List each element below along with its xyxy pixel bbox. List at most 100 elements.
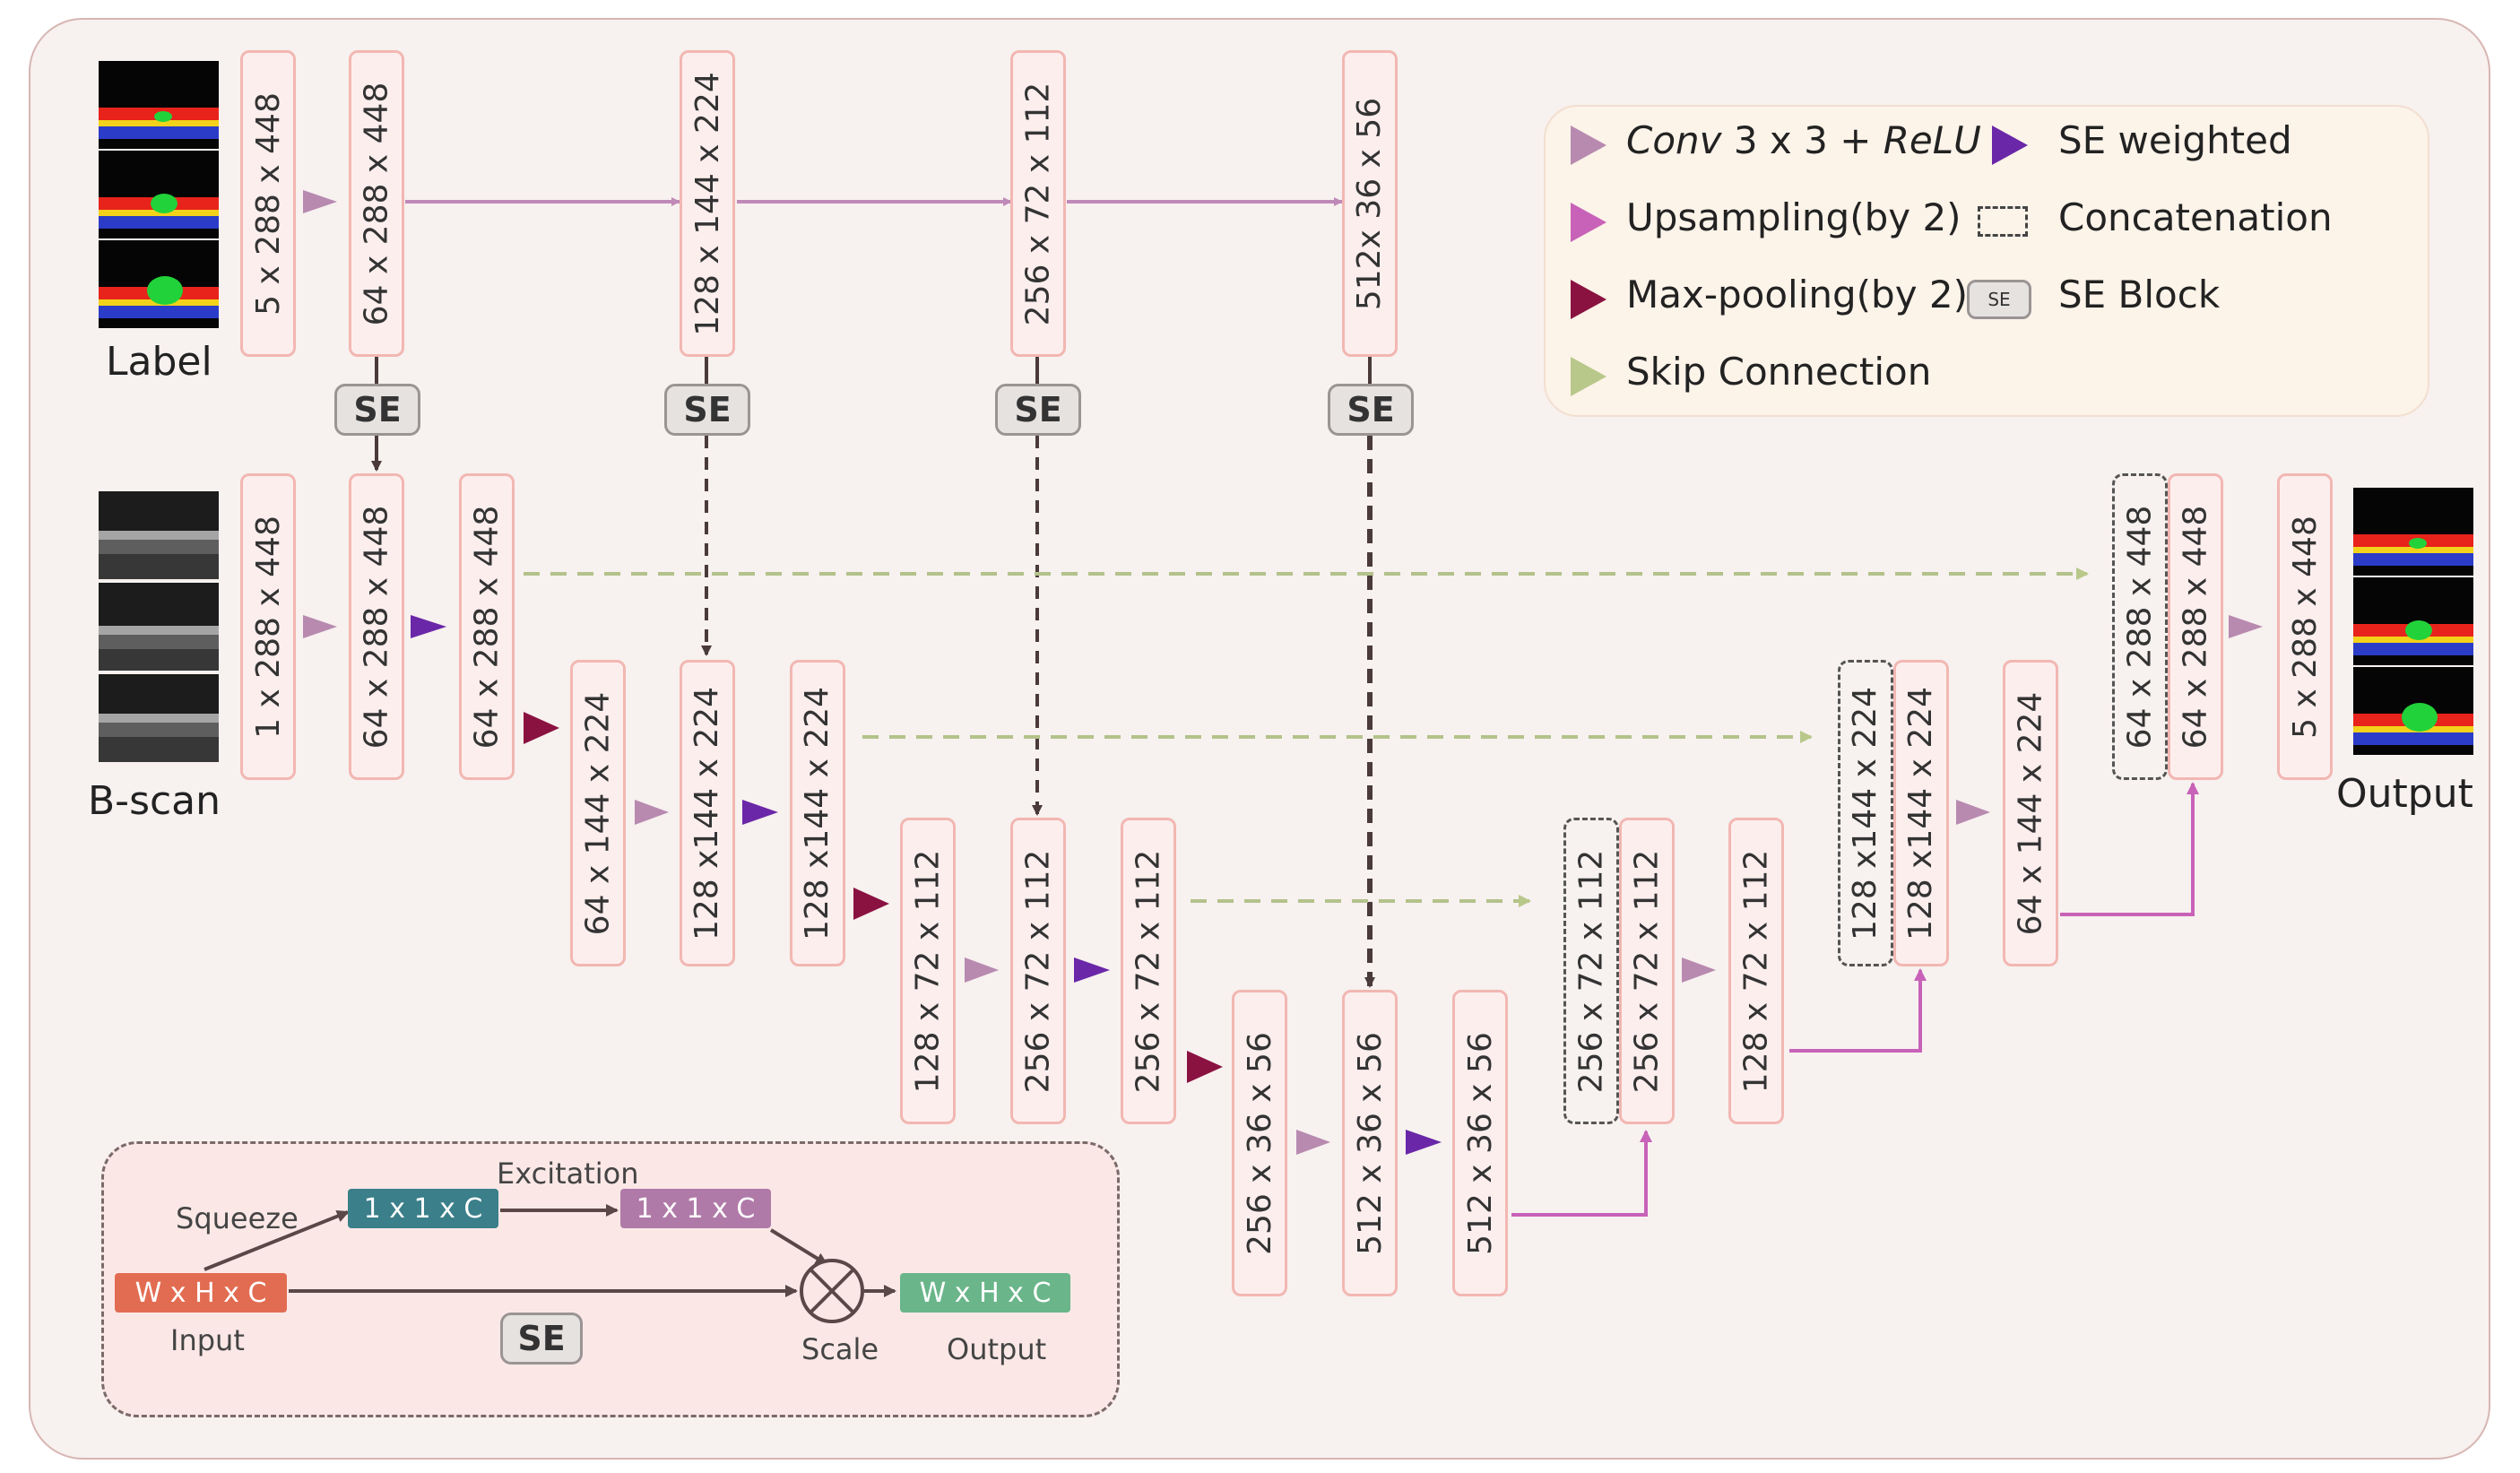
output-thumbnail xyxy=(2353,577,2473,665)
output-thumbnail xyxy=(2353,488,2473,576)
feature-block: 128 x144 x 224 xyxy=(680,660,735,966)
block-size: 64 x 288 x 448 xyxy=(2121,505,2159,749)
block-size: 256 x 72 x 112 xyxy=(1130,849,1167,1093)
se-input-label: Input xyxy=(170,1323,245,1357)
bscan-caption: B-scan xyxy=(88,778,221,824)
block-size: 128 x144 x 224 xyxy=(688,686,726,940)
se-weighted-arrow xyxy=(742,800,778,825)
se-flow-line xyxy=(204,1209,350,1271)
se-squeeze-label: Squeeze xyxy=(176,1201,299,1235)
block-size: 128 x 72 x 112 xyxy=(909,849,947,1093)
feature-block: 128 x144 x 224 xyxy=(790,660,845,966)
se-squeeze-box: 1 x 1 x C xyxy=(348,1189,498,1228)
upsampling-arrow xyxy=(1956,800,1990,825)
feature-block: 128 x 72 x 112 xyxy=(1728,818,1784,1124)
se-input-box: W x H x C xyxy=(115,1273,287,1313)
se-badge: SE xyxy=(334,384,420,436)
se-flow-line xyxy=(769,1228,828,1266)
feature-block: 64 x 144 x 224 xyxy=(570,660,626,966)
block-size: 64 x 288 x 448 xyxy=(358,505,395,749)
bscan-thumbnail xyxy=(99,674,219,762)
concatenation-block: 128 x144 x 224 xyxy=(1838,660,1893,966)
upsampling-path xyxy=(2060,782,2199,916)
legend-upsampling-label: Upsampling(by 2) xyxy=(1626,195,1961,239)
upsampling-arrow xyxy=(2229,615,2263,638)
label-caption: Label xyxy=(106,339,212,385)
block-size: 512x 36 x 56 xyxy=(1351,97,1389,310)
feature-block: 256 x 72 x 112 xyxy=(1010,818,1066,1124)
feature-block: 512x 36 x 56 xyxy=(1342,50,1398,357)
legend-se-block-label: SE Block xyxy=(2058,273,2221,316)
bscan-thumbnail xyxy=(99,491,219,579)
legend-se-block-icon: SE xyxy=(1967,280,2031,319)
block-size: 128 x 72 x 112 xyxy=(1737,849,1775,1093)
legend-concatenation-label: Concatenation xyxy=(2058,195,2333,239)
se-weighted-arrow xyxy=(1074,957,1110,983)
upsampling-arrow xyxy=(1682,957,1716,983)
legend-skip-icon xyxy=(1571,357,1606,396)
upsampling-path xyxy=(1511,1130,1652,1217)
block-size: 64 x 144 x 224 xyxy=(579,691,617,935)
feature-block: 256 x 72 x 112 xyxy=(1619,818,1675,1124)
block-size: 256 x 72 x 112 xyxy=(1572,849,1610,1093)
feature-block: 128 x144 x 224 xyxy=(1893,660,1949,966)
feature-block: 512 x 36 x 56 xyxy=(1342,990,1398,1296)
block-size: 5 x 288 x 448 xyxy=(249,91,287,316)
legend-maxpool-label: Max-pooling(by 2) xyxy=(1626,273,1969,316)
se-module-badge: SE xyxy=(500,1313,583,1365)
concatenation-block: 64 x 288 x 448 xyxy=(2112,473,2168,780)
block-size: 512 x 36 x 56 xyxy=(1461,1031,1499,1255)
block-size: 64 x 288 x 448 xyxy=(2177,505,2214,749)
legend-concatenation-icon xyxy=(1978,206,2028,237)
conv-arrow xyxy=(965,957,999,983)
feature-block: 64 x 288 x 448 xyxy=(2168,473,2223,780)
label-thumbnail xyxy=(99,61,219,149)
output-thumbnail xyxy=(2353,667,2473,755)
legend-upsampling-icon xyxy=(1571,203,1606,242)
block-size: 128 x144 x 224 xyxy=(799,686,836,940)
feature-block: 512 x 36 x 56 xyxy=(1452,990,1508,1296)
scale-multiply-icon xyxy=(809,1268,855,1314)
conv-arrow xyxy=(303,190,337,213)
feature-block: 64 x 288 x 448 xyxy=(349,473,404,780)
block-size: 64 x 288 x 448 xyxy=(358,82,395,325)
se-output-box: W x H x C xyxy=(900,1273,1070,1313)
conv-arrow xyxy=(1296,1130,1330,1155)
block-size: 256 x 72 x 112 xyxy=(1628,849,1666,1093)
label-thumbnail xyxy=(99,240,219,328)
feature-block: 1 x 288 x 448 xyxy=(240,473,296,780)
se-badge: SE xyxy=(1328,384,1414,436)
se-scale-label: Scale xyxy=(801,1332,879,1366)
concatenation-block: 256 x 72 x 112 xyxy=(1563,818,1619,1124)
upsampling-path xyxy=(1789,968,1927,1053)
block-size: 256 x 36 x 56 xyxy=(1241,1031,1278,1255)
se-excitation-box: 1 x 1 x C xyxy=(620,1189,771,1228)
feature-block: 64 x 288 x 448 xyxy=(459,473,515,780)
block-size: 5 x 288 x 448 xyxy=(2286,515,2324,739)
legend-se-weighted-icon xyxy=(1992,126,2028,165)
feature-block: 128 x 144 x 224 xyxy=(680,50,735,357)
feature-block: 256 x 72 x 112 xyxy=(1010,50,1066,357)
block-size: 1 x 288 x 448 xyxy=(249,515,287,739)
maxpool-arrow xyxy=(853,888,889,920)
legend-se-weighted-label: SE weighted xyxy=(2058,118,2292,162)
se-weighted-arrow xyxy=(411,615,446,638)
legend-conv-icon xyxy=(1571,126,1606,165)
se-output-label: Output xyxy=(947,1332,1047,1366)
se-excitation-label: Excitation xyxy=(497,1157,639,1191)
se-badge: SE xyxy=(995,384,1081,436)
se-badge: SE xyxy=(664,384,750,436)
legend-maxpool-icon xyxy=(1571,280,1606,319)
bscan-thumbnail xyxy=(99,583,219,671)
conv-arrow xyxy=(303,615,337,638)
block-size: 64 x 288 x 448 xyxy=(468,505,506,749)
conv-arrow xyxy=(635,800,669,825)
block-size: 256 x 72 x 112 xyxy=(1019,849,1057,1093)
feature-block: 128 x 72 x 112 xyxy=(900,818,956,1124)
block-size: 64 x 144 x 224 xyxy=(2012,691,2049,935)
legend-conv-label: Conv 3 x 3 + ReLU xyxy=(1626,118,1981,162)
label-thumbnail xyxy=(99,151,219,238)
block-size: 128 x 144 x 224 xyxy=(688,71,726,336)
feature-block: 64 x 144 x 224 xyxy=(2003,660,2058,966)
